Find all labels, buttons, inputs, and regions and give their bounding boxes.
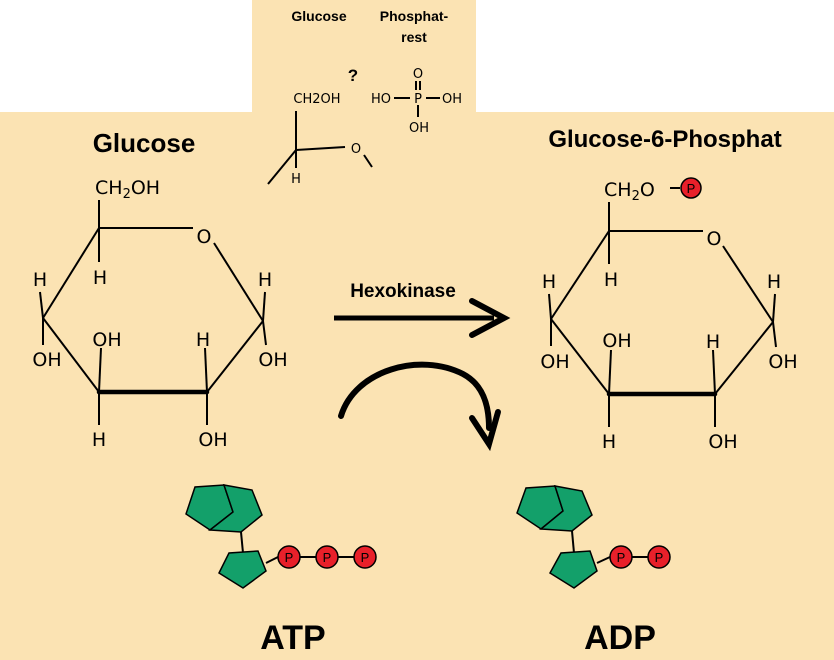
g6p-atom: OH [602, 330, 631, 352]
inset-glucose-label: Glucose [291, 8, 346, 24]
glucose-atom: H [258, 269, 272, 291]
glucose-atom: H [196, 329, 210, 351]
curved-arrow-shaft [338, 361, 492, 431]
glucose-bond [204, 347, 208, 393]
inset-question-mark: ? [348, 66, 358, 85]
inset-bond [267, 149, 297, 185]
glucose-bond [39, 291, 44, 319]
atp-sugar-ring [218, 550, 267, 589]
glucose-6-phosphate-structure: Glucose-6-Phosphat CH2O P O H H H OH OH … [540, 126, 797, 453]
g6p-bond [550, 230, 610, 320]
inset-bond [295, 146, 346, 151]
g6p-phosphate-label: P [687, 181, 696, 196]
glucose-structure: Glucose CH2OH O H H H OH OH H OH H OH [32, 128, 287, 451]
atp-bond [265, 556, 279, 564]
glucose-atom: OH [92, 329, 121, 351]
adp-label: ADP [584, 619, 656, 657]
g6p-atom: H [706, 331, 720, 353]
inset-phosphate-label-line2: rest [401, 29, 427, 45]
inset-ch2oh: CH2OH [293, 92, 340, 107]
inset-o: O [413, 67, 423, 82]
atp-phosphate-circle [353, 545, 377, 569]
adp-sugar-ring [549, 550, 598, 589]
glucose-bond [42, 227, 100, 319]
g6p-atom: H [542, 271, 556, 293]
g6p-phosphate-circle [680, 177, 702, 199]
atp-label: ATP [260, 619, 325, 657]
g6p-bond [712, 349, 716, 395]
g6p-atom: H [767, 271, 781, 293]
glucose-title: Glucose [93, 128, 196, 158]
g6p-bond [714, 321, 774, 395]
atp-phosphate-label: P [361, 550, 370, 565]
g6p-title: Glucose-6-Phosphat [548, 126, 781, 153]
adp-bond [571, 530, 575, 554]
g6p-bond [722, 245, 774, 323]
inset-ho: HO [371, 92, 391, 107]
adp-bond [596, 556, 611, 564]
g6p-atom: H [604, 269, 618, 291]
adp-molecule: P P ADP [516, 485, 671, 657]
inset-bond [363, 154, 373, 168]
glucose-atom: H [92, 429, 106, 451]
g6p-atom: H [602, 431, 616, 453]
glucose-atom: OH [258, 349, 287, 371]
glucose-bond [98, 347, 102, 393]
glucose-bond [262, 320, 267, 346]
inset-ring-o: O [351, 142, 361, 157]
glucose-ch2oh: CH2OH [95, 177, 160, 202]
inset-p: P [414, 92, 422, 107]
g6p-bond [772, 321, 777, 348]
atp-phosphate-label: P [323, 550, 332, 565]
g6p-bond [550, 318, 610, 395]
g6p-ring-o: O [707, 228, 722, 250]
atp-bond [240, 531, 244, 554]
g6p-bond [772, 293, 776, 323]
g6p-atom: OH [540, 351, 569, 373]
inset-oh: OH [442, 92, 462, 107]
glucose-bond [42, 317, 100, 393]
g6p-ch2o: CH2O [604, 179, 655, 204]
atp-adp-curved-arrow [338, 361, 501, 452]
glucose-ring-o: O [197, 226, 212, 248]
glucose-bond [213, 242, 264, 322]
adp-phosphate-label: P [617, 550, 626, 565]
g6p-bond [548, 293, 552, 320]
inset-h: H [291, 172, 301, 187]
inset-reaction-site: Glucose Phosphat- rest ? CH2OH H O HO P … [267, 8, 462, 187]
adp-phosphate-label: P [655, 550, 664, 565]
glucose-atom: OH [198, 429, 227, 451]
glucose-atom: H [93, 267, 107, 289]
adp-phosphate-circle [647, 545, 671, 569]
glucose-atom: OH [32, 349, 61, 371]
inset-oh-bottom: OH [409, 121, 429, 136]
g6p-atom: OH [708, 431, 737, 453]
reaction-arrow-head [469, 298, 511, 338]
glucose-bond [206, 320, 264, 393]
atp-molecule: P P P ATP [185, 484, 377, 657]
glucose-atom: H [33, 269, 47, 291]
reaction-arrow: Hexokinase [334, 281, 511, 338]
inset-phosphate-label-line1: Phosphat- [380, 8, 449, 24]
curved-arrow-head [469, 409, 501, 452]
glucose-bond [262, 291, 266, 322]
g6p-atom: OH [768, 351, 797, 373]
enzyme-label: Hexokinase [350, 281, 456, 302]
g6p-bond [608, 349, 612, 395]
atp-phosphate-label: P [285, 550, 294, 565]
